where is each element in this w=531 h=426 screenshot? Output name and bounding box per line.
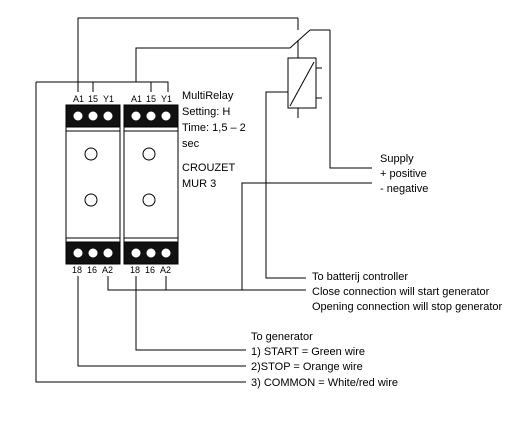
adjust-knob-icon <box>84 193 98 207</box>
adjust-knob-icon <box>84 147 98 161</box>
controller-line: Opening connection will stop generator <box>312 301 503 313</box>
wires <box>35 17 372 383</box>
screw-terminal-icon <box>146 111 156 121</box>
coil-diagonal <box>289 61 315 107</box>
adjust-knob-icon <box>142 193 156 207</box>
terminal-label: A2 <box>160 265 171 275</box>
wire-stop <box>77 276 246 367</box>
relay-info-line: CROUZET <box>182 162 235 174</box>
relay-info-line: Time: 1,5 – 2 <box>182 122 246 134</box>
wire-controller <box>265 91 306 279</box>
generator-stop: 2)STOP = Orange wire <box>251 361 363 373</box>
relay-right: A1 15 Y1 18 16 A2 <box>123 94 179 275</box>
wire-top-bus <box>36 81 169 92</box>
terminal-label: 16 <box>87 265 97 275</box>
supply-label: Supply + positive - negative <box>380 153 428 195</box>
terminal-label: 16 <box>145 265 155 275</box>
terminal-label: Y1 <box>161 94 172 104</box>
generator-title: To generator <box>251 331 313 343</box>
screw-terminal-icon <box>73 248 83 258</box>
controller-label: To batterij controller Close connection … <box>312 271 503 313</box>
screw-terminal-icon <box>131 248 141 258</box>
wire-a1-right-supply <box>135 47 290 82</box>
relay-info-line: MUR 3 <box>182 178 216 190</box>
generator-start: 1) START = Green wire <box>251 346 365 358</box>
supply-positive: + positive <box>380 168 427 180</box>
wire-common <box>35 82 246 383</box>
switch-contact-icon <box>289 29 311 49</box>
wire-supply-negative <box>241 182 372 290</box>
generator-common: 3) COMMON = White/red wire <box>251 377 398 389</box>
relay-info: MultiRelay Setting: H Time: 1,5 – 2 sec … <box>182 90 246 190</box>
terminal-label: Y1 <box>103 94 114 104</box>
terminal-label: A1 <box>73 94 84 104</box>
screw-terminal-icon <box>161 248 171 258</box>
generator-label: To generator 1) START = Green wire 2)STO… <box>251 331 398 389</box>
terminal-label: 15 <box>146 94 156 104</box>
adjust-knob-icon <box>142 147 156 161</box>
relay-info-line: Setting: H <box>182 106 230 118</box>
relay-left-body <box>65 104 121 265</box>
wire-supply-positive <box>329 30 372 169</box>
relay-info-line: sec <box>182 138 200 150</box>
relay-left: A1 15 Y1 18 16 A2 <box>65 94 121 275</box>
terminal-label: 15 <box>88 94 98 104</box>
wire-a2-bus <box>107 276 306 291</box>
terminal-label: 18 <box>72 265 82 275</box>
screw-terminal-icon <box>131 111 141 121</box>
wire-start <box>135 276 246 351</box>
relay-info-line: MultiRelay <box>182 90 234 102</box>
relay-right-body <box>123 104 179 265</box>
wire-a1-left-supply <box>77 17 298 82</box>
screw-terminal-icon <box>88 248 98 258</box>
terminal-label: 18 <box>130 265 140 275</box>
supply-negative: - negative <box>380 183 428 195</box>
terminal-label: A1 <box>131 94 142 104</box>
screw-terminal-icon <box>103 248 113 258</box>
screw-terminal-icon <box>88 111 98 121</box>
controller-line: Close connection will start generator <box>312 286 490 298</box>
controller-line: To batterij controller <box>312 271 408 283</box>
screw-terminal-icon <box>103 111 113 121</box>
screw-terminal-icon <box>161 111 171 121</box>
terminal-label: A2 <box>102 265 113 275</box>
supply-title: Supply <box>380 153 414 165</box>
screw-terminal-icon <box>146 248 156 258</box>
screw-terminal-icon <box>73 111 83 121</box>
